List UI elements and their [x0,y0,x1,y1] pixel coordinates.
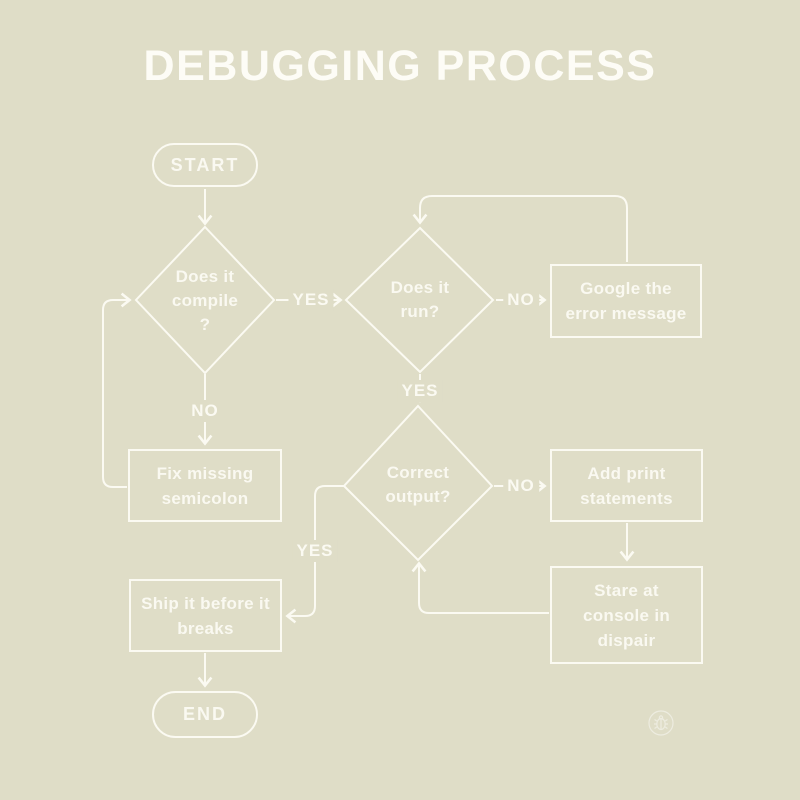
page-title: DEBUGGING PROCESS [143,42,657,90]
stare-line-2: console in [582,605,671,625]
google-line-1: Google the [580,279,672,298]
addprint-line-1: Add print [587,463,666,483]
correct-output-diamond-shape [342,404,494,562]
start-label: START [170,154,240,175]
run-line-2: run? [400,302,440,321]
node-add-print: Add print statements [550,449,703,522]
node-fix-semicolon: Fix missing semicolon [128,449,282,522]
edge-label-run-yes: YES [397,380,443,402]
node-ship-it: Ship it before it breaks [129,579,282,652]
fix-line-1: Fix missing [156,463,254,483]
run-line-1: Does it [390,278,450,297]
compile-line-2: compile [171,291,239,310]
compile-line-3: ? [199,315,211,334]
edge-label-correct-no: NO [503,475,539,497]
stare-line-3: dispair [597,630,656,650]
node-start: START [152,143,258,187]
edge-stare-loop-to-correct [411,561,549,614]
edge-label-compile-no: NO [187,400,223,422]
ship-line-1: Ship it before it [141,593,270,613]
node-google-error: Google the error message [550,264,702,338]
compile-line-1: Does it [175,267,235,286]
bug-icon [648,710,674,736]
correct-line-2: output? [385,487,451,506]
node-correct-output: Correct output? [385,461,450,509]
edge-label-run-no: NO [503,289,539,311]
edge-google-loop-to-run [412,195,628,262]
run-diamond-shape [344,226,495,374]
correct-line-1: Correct [386,463,450,482]
node-does-it-run: Does it run? [391,276,450,324]
node-does-it-compile: Does it compile ? [172,265,238,337]
compile-diamond-shape [134,225,276,375]
edge-label-correct-yes: YES [292,540,338,562]
fix-line-2: semicolon [161,488,249,508]
stare-line-1: Stare at [594,580,659,600]
google-line-2: error message [565,304,687,323]
addprint-line-2: statements [580,488,673,508]
node-stare-console: Stare at console in dispair [550,566,703,664]
end-label: END [182,704,227,724]
node-end: END [152,691,258,738]
ship-line-2: breaks [177,618,234,638]
edge-fix-loop-to-compile [102,292,132,488]
edge-label-compile-yes: YES [288,289,334,311]
